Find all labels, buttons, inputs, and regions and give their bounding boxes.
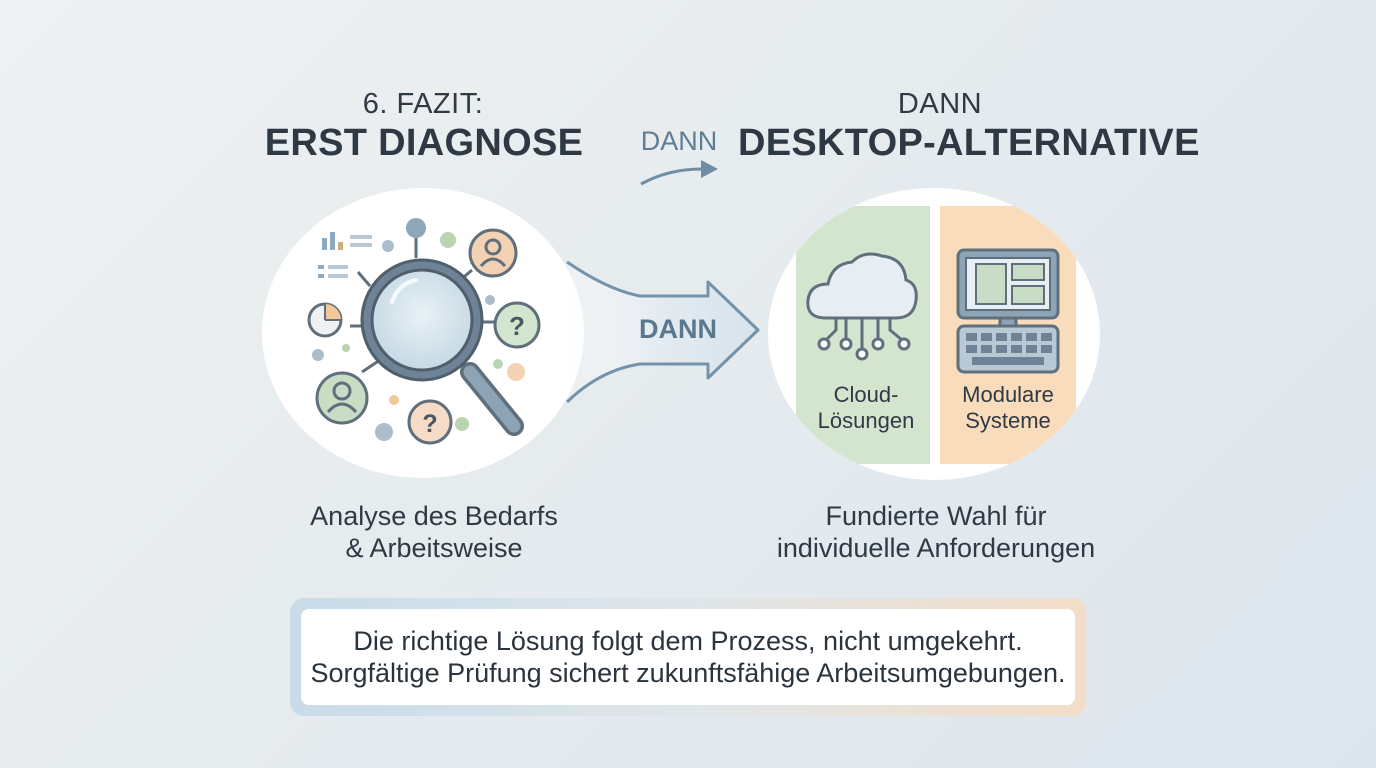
pie-chart-icon	[307, 302, 343, 338]
svg-text:?: ?	[509, 311, 525, 341]
right-caption-line1: Fundierte Wahl für	[825, 501, 1047, 531]
user-icon	[468, 228, 518, 278]
magnifier-icon	[360, 258, 524, 436]
option-modular-label-line1: Modulare	[962, 382, 1054, 407]
option-modular-label-line2: Systeme	[965, 408, 1051, 433]
left-subheading: 6. FAZIT:	[362, 88, 484, 120]
small-curved-arrow-icon	[640, 160, 718, 186]
left-caption-line1: Analyse des Bedarfs	[310, 501, 558, 531]
user-icon	[315, 371, 369, 425]
big-arrow-icon	[565, 260, 760, 404]
left-caption-line2: & Arbeitsweise	[345, 533, 523, 563]
left-heading: ERST DIAGNOSE	[264, 122, 584, 164]
decorative-dots	[312, 218, 525, 441]
summary-box	[301, 609, 1075, 705]
cloud-network-icon	[806, 252, 918, 361]
option-cloud-label-line1: Cloud-	[833, 382, 899, 407]
option-cloud-label-line2: Lösungen	[817, 408, 915, 433]
svg-text:?: ?	[422, 410, 437, 438]
bar-chart-icon	[318, 232, 372, 278]
computer-keyboard-icon	[956, 248, 1060, 374]
question-icon: ?	[493, 301, 541, 349]
right-caption-line2: individuelle Anforderungen	[776, 533, 1096, 563]
right-subheading: DANN	[897, 88, 983, 120]
summary-line-1: Die richtige Lösung folgt dem Prozess, n…	[353, 626, 1023, 656]
summary-line-2: Sorgfältige Prüfung sichert zukunftsfähi…	[310, 658, 1066, 688]
connector-arrow-label: DANN	[639, 314, 717, 344]
connector-top-label: DANN	[640, 126, 718, 156]
right-heading: DESKTOP-ALTERNATIVE	[738, 122, 1200, 164]
question-icon: ?	[407, 399, 453, 445]
